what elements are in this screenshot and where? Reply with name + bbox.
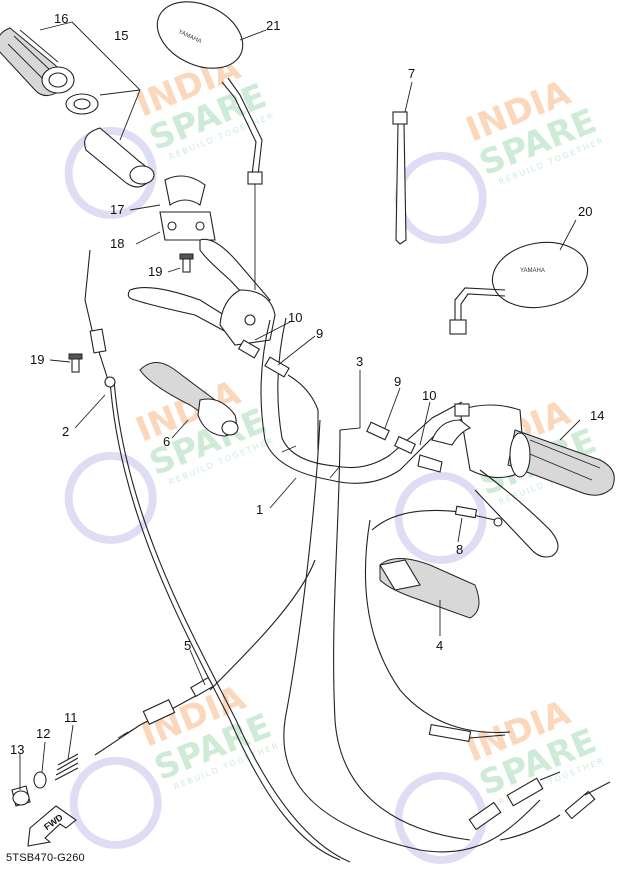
label-8: 8: [456, 542, 463, 557]
right-cable-adjusters: [366, 421, 443, 473]
label-10-left: 10: [288, 310, 302, 325]
right-mirror: YAMAHA: [449, 241, 589, 335]
diagram-code: 5TSB470-G260: [6, 852, 85, 864]
label-14: 14: [590, 408, 604, 423]
label-18: 18: [110, 236, 124, 251]
label-17: 17: [110, 202, 124, 217]
label-19-top: 19: [148, 264, 162, 279]
watermark-top-right: INDIA SPARE REBUILD TOGETHER: [394, 73, 606, 244]
switch-cover: [379, 558, 480, 619]
right-lever: [474, 469, 559, 558]
label-9-left: 9: [316, 326, 323, 341]
label-5: 5: [184, 638, 191, 653]
small-parts-11-13: [11, 753, 79, 807]
watermark-bottom-left: INDIA SPARE REBUILD TOGETHER: [69, 678, 281, 849]
watermark-mid-left: INDIA SPARE REBUILD TOGETHER: [64, 373, 276, 544]
label-9-right: 9: [394, 374, 401, 389]
handlebar: [260, 317, 471, 484]
cable-2: [84, 249, 116, 388]
cable-5-assembly: [94, 676, 214, 756]
control-cables: [109, 379, 541, 863]
label-20: 20: [578, 204, 592, 219]
label-10-right: 10: [422, 388, 436, 403]
label-leaders: [19, 29, 581, 790]
label-7: 7: [408, 66, 415, 81]
label-21: 21: [266, 18, 280, 33]
left-mirror: YAMAHA: [156, 1, 263, 290]
screws-19: [68, 253, 194, 373]
throttle-housing: [159, 175, 216, 241]
label-13: 13: [10, 742, 24, 757]
cable-tie: [392, 111, 408, 245]
label-4: 4: [436, 638, 443, 653]
throttle-tube: [84, 127, 155, 188]
label-1: 1: [256, 502, 263, 517]
label-15: 15: [114, 28, 128, 43]
label-19-left: 19: [30, 352, 44, 367]
svg-text:YAMAHA: YAMAHA: [520, 268, 545, 274]
cable-8: [371, 505, 503, 531]
left-cable-adjusters: [237, 339, 319, 450]
label-12: 12: [36, 726, 50, 741]
left-grip: [0, 27, 75, 96]
bottom-cable-ends: [428, 723, 611, 841]
fwd-arrow: FWD: [27, 805, 77, 847]
label-2: 2: [62, 424, 69, 439]
watermark-top-left: INDIA SPARE REBUILD TOGETHER: [64, 48, 276, 219]
left-switch: [139, 362, 239, 437]
part-labels: 16 15 21 7 20 17 18 19 19 10 9 3 9 10 14…: [10, 11, 604, 757]
label-6: 6: [163, 434, 170, 449]
label-3: 3: [356, 354, 363, 369]
right-grip-assembly: [431, 403, 615, 496]
left-lever-assembly: [127, 238, 276, 346]
label-16: 16: [54, 11, 68, 26]
leader-lines-top-left: [39, 21, 141, 141]
label-11: 11: [64, 710, 78, 725]
watermark-bottom-right: INDIA SPARE REBUILD TOGETHER: [394, 693, 606, 864]
washer-15: [65, 93, 99, 115]
